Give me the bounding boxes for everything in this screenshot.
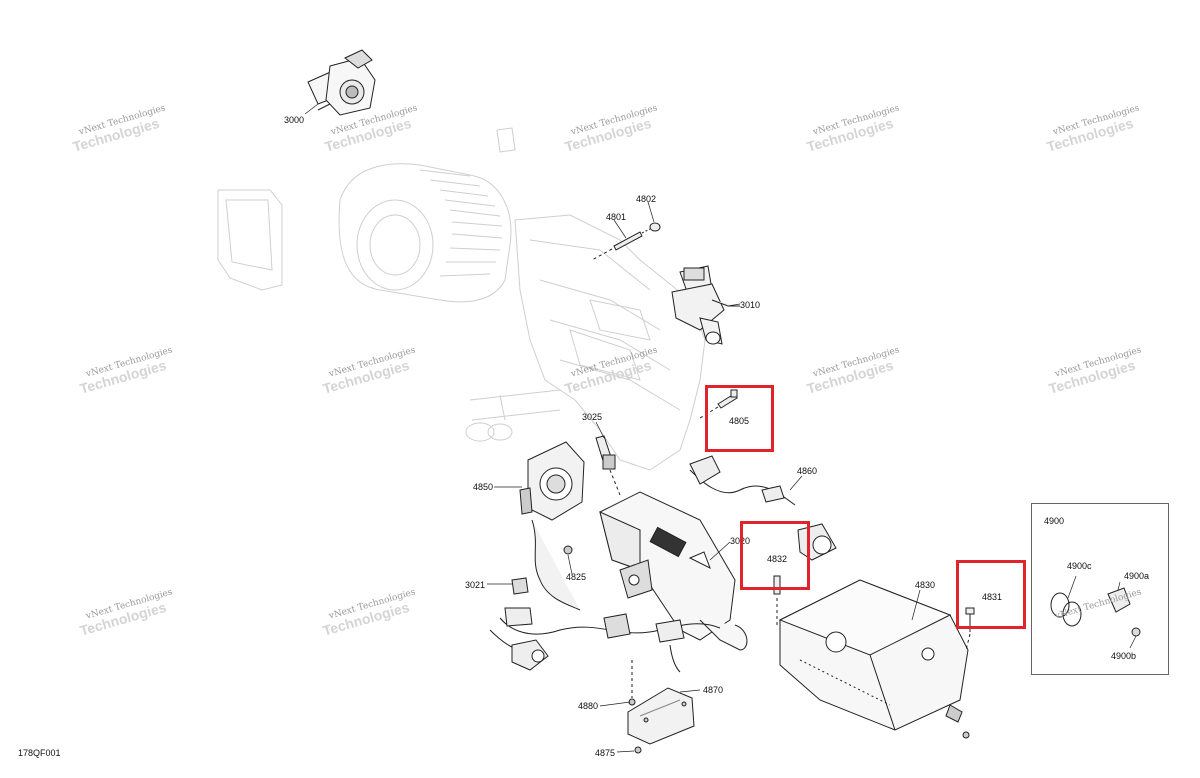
part-label-4860[interactable]: 4860 <box>797 466 818 476</box>
harness-drawing <box>489 469 796 673</box>
ghost-engine <box>217 127 706 471</box>
part-label-4801[interactable]: 4801 <box>606 212 627 222</box>
inset-title: 4900 <box>1044 516 1065 526</box>
leader-lines <box>304 103 921 753</box>
part-label-3000[interactable]: 3000 <box>284 115 305 125</box>
part-label-4830[interactable]: 4830 <box>915 580 936 590</box>
diagram-id: 178QF001 <box>18 748 61 758</box>
part-4870-drawing <box>627 660 695 754</box>
highlight-box-4832[interactable]: 4832 <box>740 521 810 590</box>
part-label-4831[interactable]: 4831 <box>982 592 1003 602</box>
inset-4900: 4900 4900c 4900a 4900b <box>1031 503 1169 675</box>
part-4900-drawing <box>1050 575 1141 649</box>
part-label-4900c[interactable]: 4900c <box>1067 561 1092 571</box>
part-label-4805[interactable]: 4805 <box>729 416 750 426</box>
part-label-3025[interactable]: 3025 <box>582 412 603 422</box>
part-label-4900b[interactable]: 4900b <box>1111 651 1137 661</box>
part-label-4880[interactable]: 4880 <box>578 701 599 711</box>
part-4850-drawing <box>519 441 585 611</box>
part-label-3010[interactable]: 3010 <box>740 300 761 310</box>
part-3021-drawing <box>511 577 529 595</box>
part-label-4870[interactable]: 4870 <box>703 685 724 695</box>
part-4831-drawing <box>965 607 975 651</box>
highlight-box-4805[interactable]: 4805 <box>705 385 774 452</box>
part-4832-drawing <box>773 575 781 625</box>
part-4801-drawing <box>591 222 661 261</box>
part-3000-drawing <box>307 49 376 116</box>
part-3020-drawing <box>599 491 748 651</box>
part-4825-drawing <box>563 545 573 555</box>
part-label-4875[interactable]: 4875 <box>595 748 616 758</box>
part-3010-drawing <box>671 265 740 345</box>
part-label-4802[interactable]: 4802 <box>636 194 657 204</box>
part-label-4825[interactable]: 4825 <box>566 572 587 582</box>
part-4830-drawing <box>778 579 970 739</box>
part-label-3021[interactable]: 3021 <box>465 580 486 590</box>
part-3025-drawing <box>595 435 621 496</box>
part-label-4900a[interactable]: 4900a <box>1124 571 1150 581</box>
part-label-4850[interactable]: 4850 <box>473 482 494 492</box>
part-label-4832[interactable]: 4832 <box>767 554 788 564</box>
highlight-box-4831[interactable]: 4831 <box>956 560 1026 629</box>
part-4805-drawing <box>699 389 738 419</box>
